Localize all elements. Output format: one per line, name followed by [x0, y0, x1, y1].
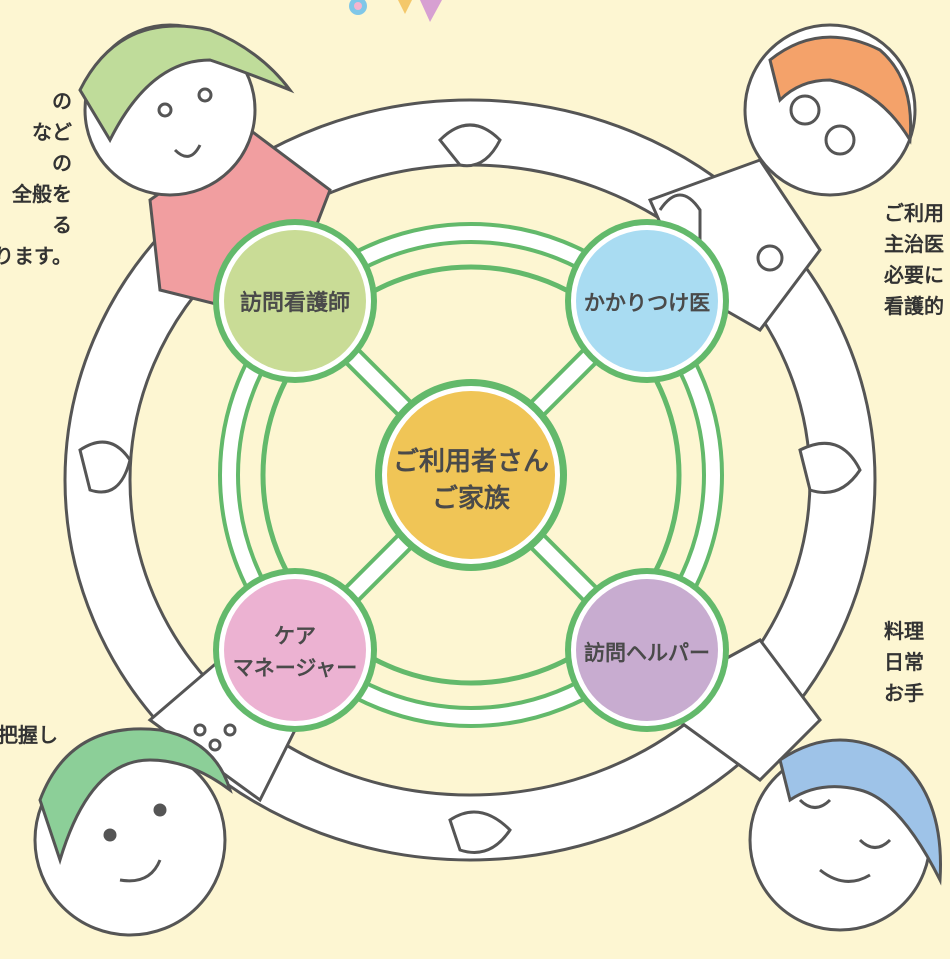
node-center: ご利用者さん ご家族	[375, 379, 567, 571]
node-home-helper: 訪問ヘルパー	[565, 568, 729, 732]
side-text-top-right: ご利用 主治医 必要に 看護的	[884, 198, 944, 322]
side-text-bottom-right: 料理 日常 お手	[884, 616, 924, 709]
side-text-line: の	[52, 151, 72, 175]
side-text-line: 全般を	[12, 182, 72, 206]
side-text-line: 把握し	[0, 723, 58, 747]
home-helper-label: 訪問ヘルパー	[584, 641, 710, 665]
handshake-right	[798, 441, 862, 494]
visiting-nurse-label: 訪問看護師	[240, 290, 350, 316]
family-doctor-label: かかりつけ医	[584, 291, 710, 315]
care-manager-illustration	[33, 658, 302, 937]
helper-illustration	[647, 638, 942, 932]
side-text-bottom-left: 把握し	[0, 720, 58, 751]
handshake-top	[437, 123, 502, 168]
side-text-line: 主治医	[884, 232, 944, 256]
node-care-manager: ケア マネージャー	[213, 568, 377, 732]
flower-decoration	[349, 0, 442, 22]
side-text-line: ります。	[0, 244, 72, 268]
node-visiting-nurse: 訪問看護師	[213, 219, 377, 383]
side-text-line: ご利用	[884, 201, 944, 225]
side-text-line: 料理	[884, 619, 924, 643]
handshake-bottom	[448, 810, 512, 854]
side-text-top-left: の など の 全般を る ります。	[0, 86, 72, 272]
care-manager-line2: マネージャー	[233, 656, 358, 680]
side-text-line: など	[32, 120, 72, 144]
center-line2: ご家族	[432, 483, 511, 514]
side-text-line: お手	[884, 681, 924, 705]
care-manager-line1: ケア	[274, 624, 316, 648]
side-text-line: る	[52, 213, 72, 237]
node-family-doctor: かかりつけ医	[565, 219, 729, 383]
center-line1: ご利用者さん	[393, 446, 549, 477]
side-text-line: 看護的	[884, 294, 944, 318]
side-text-line: 必要に	[884, 263, 944, 287]
side-text-line: 日常	[884, 650, 924, 674]
side-text-line: の	[52, 89, 72, 113]
handshake-left	[78, 440, 132, 494]
